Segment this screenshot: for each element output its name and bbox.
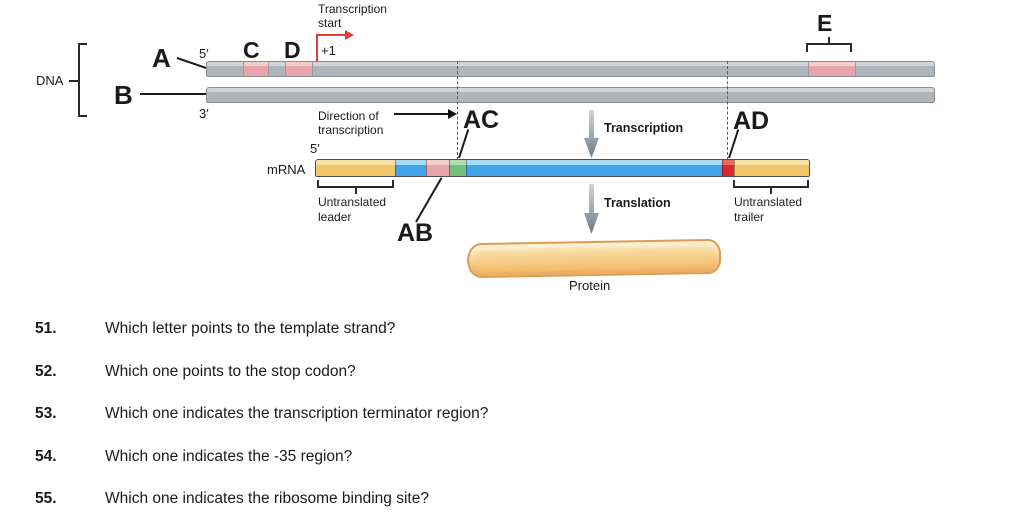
question-number: 52.: [35, 363, 57, 380]
translation-arrow-icon: [584, 184, 599, 234]
question-text: Which one indicates the transcription te…: [105, 405, 489, 422]
direction-of-transcription-label: Direction of transcription: [318, 109, 384, 137]
protein-blob: [466, 238, 722, 279]
mrna-coding-segment: [466, 160, 722, 176]
dna-top-strand: [206, 61, 935, 77]
label-b-pointer-line: [140, 93, 206, 95]
dna-bottom-strand: [206, 87, 935, 103]
label-ac-start-codon: AC: [463, 106, 500, 134]
dna-group-bracket: [78, 43, 87, 117]
region-d-promoter-box: [285, 62, 313, 76]
transcription-start-label: Transcription start: [318, 2, 387, 30]
question-row: 54. Which one indicates the -35 region?: [0, 448, 1024, 468]
label-e-region: E: [817, 10, 833, 36]
direction-arrow-head-icon: [448, 109, 457, 119]
question-number: 53.: [35, 405, 57, 422]
question-row: 55. Which one indicates the ribosome bin…: [0, 490, 1024, 510]
mrna-label: mRNA: [267, 162, 306, 177]
transcription-arrow-icon: [584, 110, 599, 158]
direction-arrow-shaft: [394, 113, 449, 115]
mrna-trailer-segment: [734, 160, 809, 176]
trailer-bracket: [733, 180, 809, 188]
transcription-start-arrow-stem: [316, 34, 318, 62]
question-text: Which one indicates the -35 region?: [105, 448, 353, 465]
label-a-nontemplate-strand: A: [152, 43, 171, 73]
mrna-blue-segment-1: [395, 160, 426, 176]
start-codon-dashed-line: [457, 61, 458, 160]
mrna-leader-segment: [316, 160, 395, 176]
transcription-process-label: Transcription: [604, 121, 684, 135]
question-number: 51.: [35, 320, 57, 337]
question-row: 53. Which one indicates the transcriptio…: [0, 405, 1024, 425]
mrna-five-prime-label: 5′: [310, 141, 320, 156]
question-number: 54.: [35, 448, 57, 465]
question-text: Which one points to the stop codon?: [105, 363, 356, 380]
label-e-tick: [828, 37, 830, 44]
protein-label: Protein: [569, 278, 611, 293]
question-text: Which one indicates the ribosome binding…: [105, 490, 429, 507]
stop-codon-dashed-line: [727, 61, 728, 160]
leader-bracket-tick: [355, 188, 357, 194]
question-row: 51. Which letter points to the template …: [0, 320, 1024, 340]
dna-five-prime-label: 5′: [199, 46, 209, 61]
mrna-pink-segment: [426, 160, 449, 176]
translation-process-label: Translation: [604, 196, 671, 210]
dna-three-prime-label: 3′: [199, 106, 209, 121]
transcription-start-arrow-head-icon: [345, 30, 354, 40]
region-e-terminator-box: [808, 62, 856, 76]
mrna-bar: [315, 159, 810, 177]
leader-bracket: [317, 180, 394, 188]
plus-one-label: +1: [321, 43, 336, 58]
mrna-start-codon-segment: [449, 160, 466, 176]
trailer-bracket-tick: [770, 188, 772, 194]
label-ab-ribosome-binding-site: AB: [397, 219, 434, 247]
dna-label-tick: [69, 80, 78, 82]
question-row: 52. Which one points to the stop codon?: [0, 363, 1024, 383]
label-ab-pointer-line: [415, 177, 443, 223]
label-d-region: D: [284, 37, 301, 63]
untranslated-trailer-label: Untranslated trailer: [734, 195, 803, 224]
dna-group-label: DNA: [36, 73, 64, 88]
question-number: 55.: [35, 490, 57, 507]
untranslated-leader-label: Untranslated leader: [318, 195, 387, 224]
region-c-promoter-box: [243, 62, 269, 76]
mrna-stop-codon-segment: [722, 160, 734, 176]
question-text: Which letter points to the template stra…: [105, 320, 396, 337]
label-b-template-strand: B: [114, 80, 133, 110]
region-e-bracket: [806, 43, 852, 52]
label-c-region: C: [243, 37, 260, 63]
transcription-start-arrow-shaft: [316, 34, 346, 36]
